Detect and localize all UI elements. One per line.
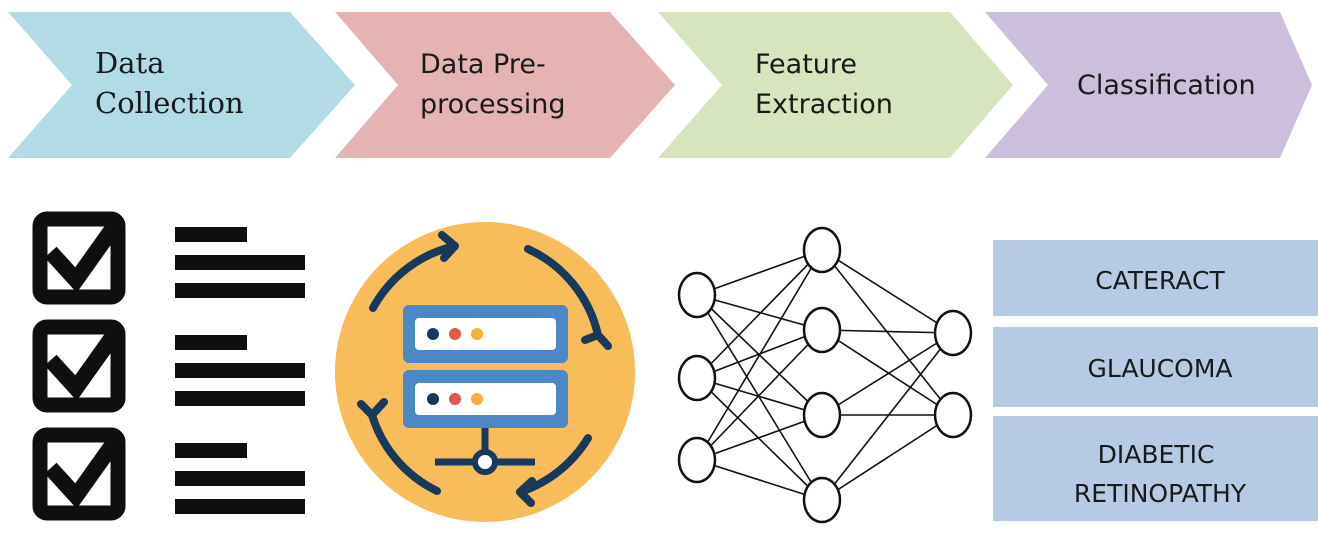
pipeline-row: Data Collection Data Pre- processing Fea… xyxy=(8,12,1312,158)
class-box xyxy=(993,327,1318,407)
network-edge xyxy=(696,249,823,379)
class-box xyxy=(993,416,1318,521)
class-item-diabetic-retinopathy: DIABETIC RETINOPATHY xyxy=(993,416,1318,521)
arrow-head-icon xyxy=(438,231,459,262)
status-dot xyxy=(471,393,483,405)
chevron-shape xyxy=(335,12,675,158)
class-list: CATERACT GLAUCOMA DIABETIC RETINOPATHY xyxy=(993,240,1318,521)
network-edge xyxy=(696,329,823,461)
network-edge xyxy=(696,377,823,501)
status-dot xyxy=(471,328,483,340)
network-node xyxy=(933,309,973,357)
arrow-head-icon xyxy=(357,398,388,419)
network-node xyxy=(802,476,842,524)
text-line xyxy=(175,499,305,514)
class-item-glaucoma: GLAUCOMA xyxy=(993,327,1318,407)
network-edge xyxy=(696,459,823,501)
network-edge xyxy=(696,249,823,296)
text-line xyxy=(175,283,305,298)
network-edge xyxy=(821,414,954,501)
checkbox-frame xyxy=(32,319,126,413)
network-node xyxy=(802,306,842,354)
chevron-shape xyxy=(985,12,1312,158)
chevron-shape xyxy=(658,12,1013,158)
server-sync-icon xyxy=(335,222,635,522)
step-label: Feature Extraction xyxy=(755,49,893,120)
network-node xyxy=(677,271,717,319)
step-label: Data Collection xyxy=(95,46,244,120)
chevron-shape xyxy=(8,12,355,158)
neural-network-icon xyxy=(677,226,973,524)
status-dot xyxy=(427,393,439,405)
network-edge xyxy=(696,294,823,501)
status-dot xyxy=(449,393,461,405)
status-dots xyxy=(427,328,483,405)
arrow-head-icon xyxy=(581,331,612,350)
checklist-icon xyxy=(32,211,305,521)
network-edge xyxy=(696,249,823,461)
step-classification: Classification xyxy=(985,12,1312,158)
network-edge xyxy=(821,332,954,501)
status-dot xyxy=(449,328,461,340)
class-label: DIABETIC RETINOPATHY xyxy=(1074,440,1247,508)
network-node xyxy=(677,354,717,402)
text-line xyxy=(175,335,247,350)
step-data-collection: Data Collection xyxy=(8,12,355,158)
network-edge xyxy=(821,329,954,334)
step-label: Classification xyxy=(1077,70,1256,101)
network-edge xyxy=(696,414,823,461)
step-feature-extraction: Feature Extraction xyxy=(658,12,1013,158)
step-label: Data Pre- processing xyxy=(420,49,566,120)
network-node xyxy=(677,436,717,484)
check-mark-icon xyxy=(44,439,120,509)
checkbox-frame xyxy=(32,211,126,305)
step-data-preprocessing: Data Pre- processing xyxy=(335,12,675,158)
network-edges xyxy=(696,249,954,501)
checklist-row xyxy=(32,319,305,413)
server-stack xyxy=(403,305,568,475)
network-edge xyxy=(696,294,823,331)
server-screen-bottom xyxy=(415,383,556,415)
class-item-cataract: CATERACT xyxy=(993,240,1318,316)
server-screen-top xyxy=(415,318,556,350)
class-box xyxy=(993,240,1318,316)
network-edge xyxy=(821,249,954,416)
class-label: CATERACT xyxy=(1095,266,1225,295)
network-node xyxy=(933,391,973,439)
text-line xyxy=(175,471,305,486)
text-line xyxy=(175,391,305,406)
text-line xyxy=(175,227,247,242)
network-edge xyxy=(821,249,954,334)
class-label: GLAUCOMA xyxy=(1087,354,1232,383)
cycle-arrow-heads xyxy=(357,231,612,507)
check-mark-icon xyxy=(44,223,120,293)
network-edge xyxy=(821,332,954,416)
checklist-row xyxy=(32,211,305,305)
network-node xyxy=(472,449,498,475)
text-line xyxy=(175,443,247,458)
network-node xyxy=(802,226,842,274)
checklist-row xyxy=(32,427,305,521)
text-line xyxy=(175,363,305,378)
arrow-head-icon xyxy=(516,477,536,507)
network-node xyxy=(802,391,842,439)
text-line xyxy=(175,255,305,270)
checkbox-frame xyxy=(32,427,126,521)
network-edge xyxy=(821,329,954,416)
check-mark-icon xyxy=(44,331,120,401)
network-edge xyxy=(696,377,823,416)
status-dot xyxy=(427,328,439,340)
